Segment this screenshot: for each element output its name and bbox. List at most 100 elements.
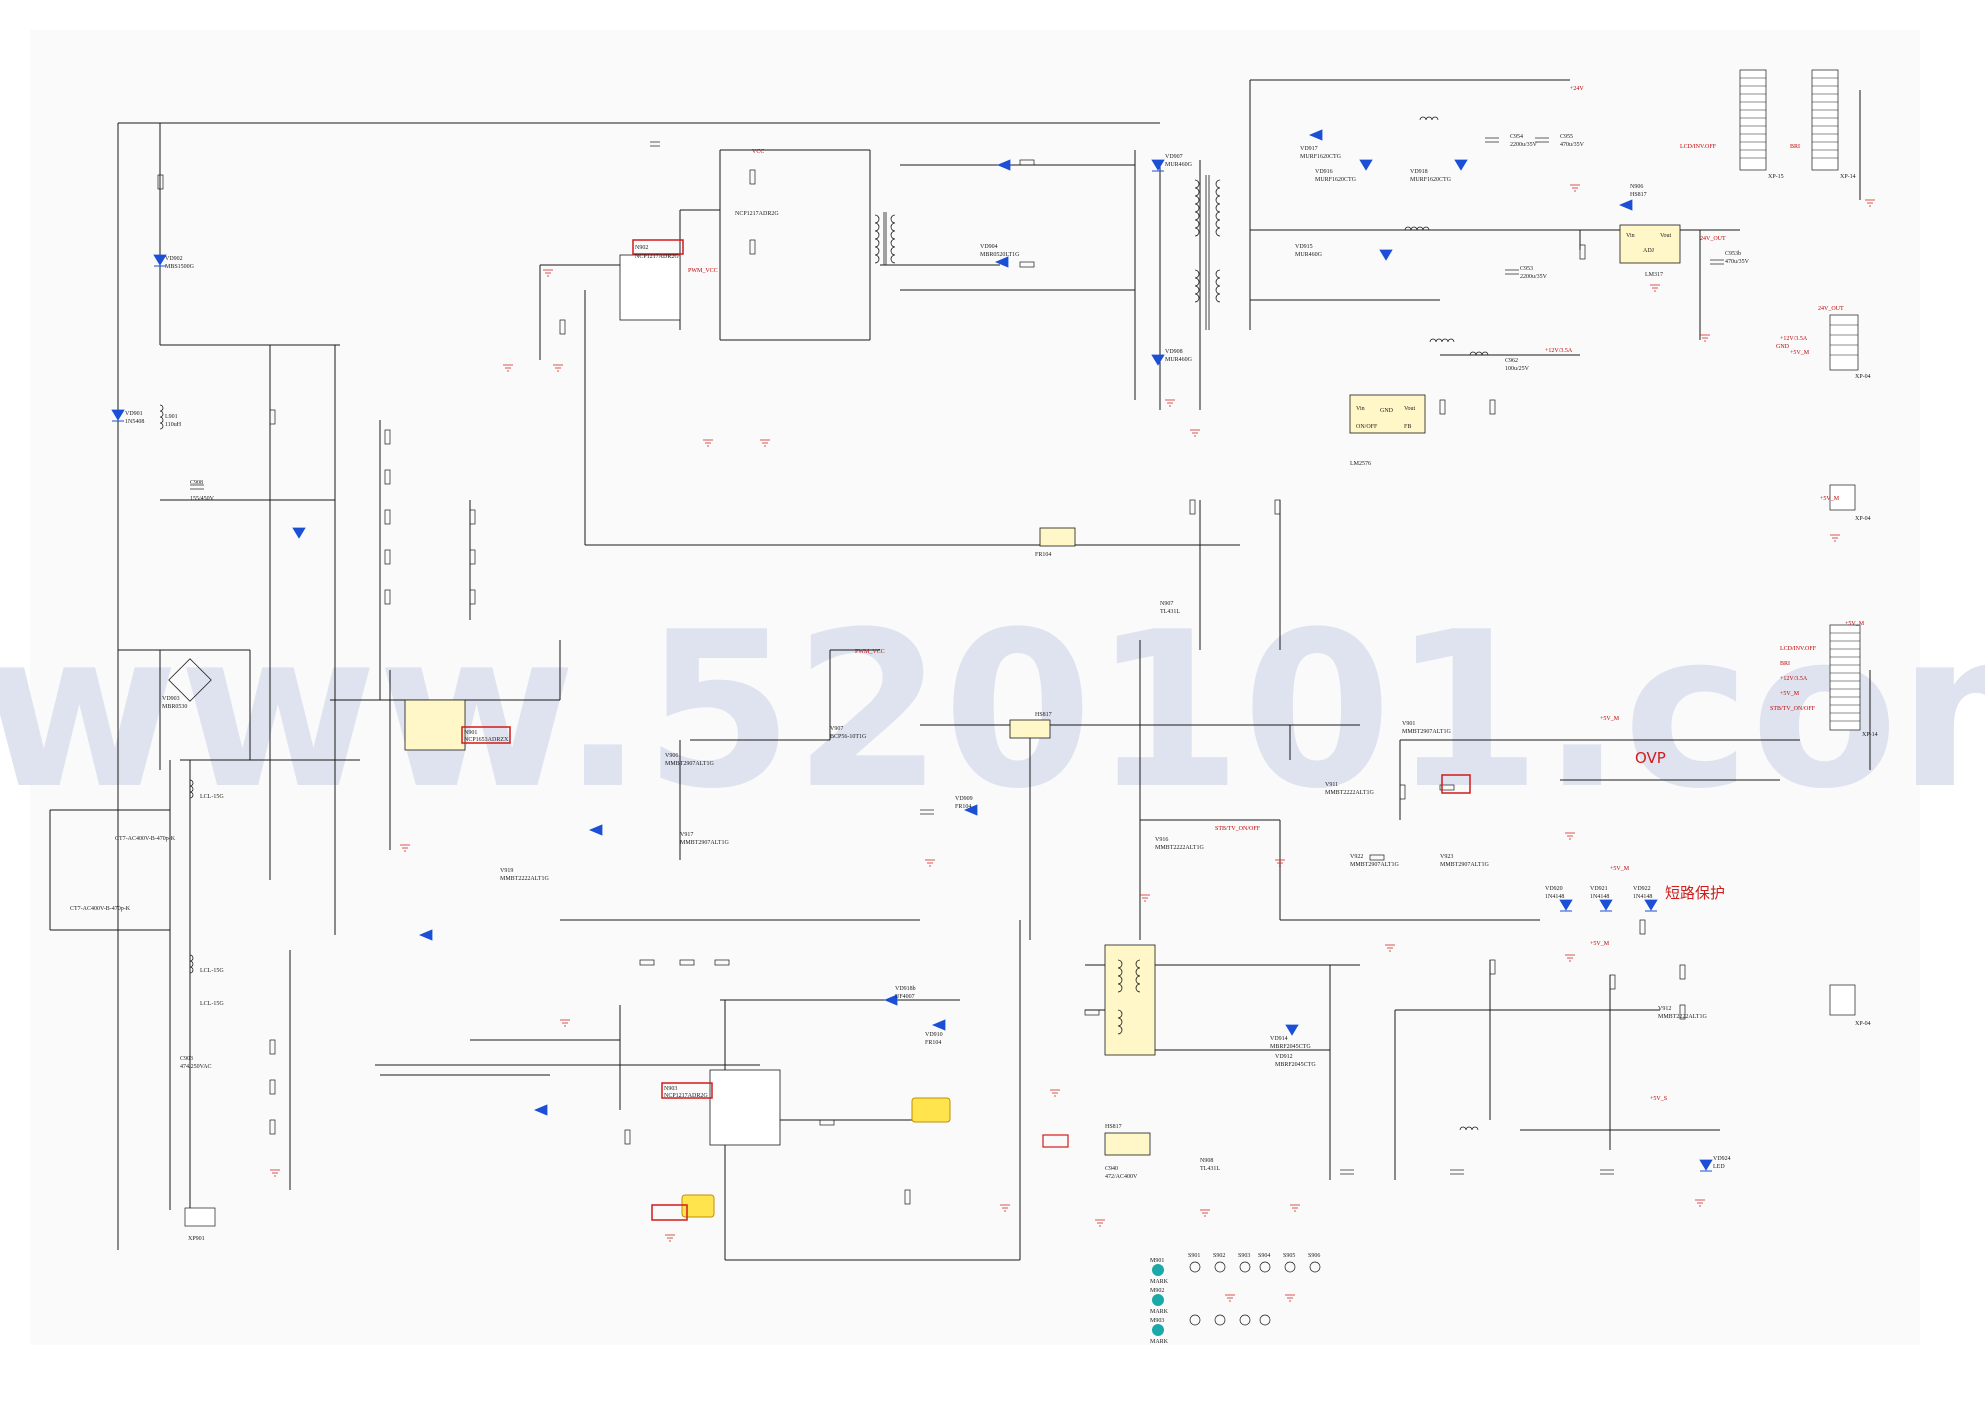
svg-text:VD922: VD922: [1633, 886, 1651, 892]
svg-text:V916: V916: [1155, 837, 1168, 843]
ic-n903-ref: N903: [664, 1086, 677, 1092]
svg-text:TL431L: TL431L: [1200, 1166, 1220, 1172]
svg-text:Vin: Vin: [1356, 406, 1365, 412]
svg-text:VD917: VD917: [1300, 146, 1318, 152]
svg-text:110uH: 110uH: [165, 422, 182, 428]
svg-text:472/AC400V: 472/AC400V: [1105, 1174, 1138, 1180]
svg-text:+5V_M: +5V_M: [1590, 941, 1610, 947]
ic-n902-part: NCP1217ADR2G: [635, 254, 679, 260]
svg-text:MMBT2222ALT1G: MMBT2222ALT1G: [1155, 845, 1204, 851]
svg-text:LCL-15G: LCL-15G: [200, 1001, 224, 1007]
svg-text:VD901: VD901: [125, 411, 143, 417]
svg-text:+5V_M: +5V_M: [1820, 496, 1840, 502]
svg-text:VD907: VD907: [1165, 154, 1183, 160]
svg-text:MUR460G: MUR460G: [1165, 162, 1193, 168]
connector-xp912: LCD/INV.OFF BRI +12V/3.5A +5V_M STB/TV_O…: [1770, 624, 1878, 738]
svg-text:+12V/3.5A: +12V/3.5A: [1545, 348, 1573, 354]
svg-text:VCC: VCC: [752, 149, 764, 155]
svg-text:C953: C953: [1520, 266, 1533, 272]
svg-text:PWM_VCC: PWM_VCC: [688, 268, 718, 274]
diode-bars: [112, 170, 1712, 1172]
part-labels: VD902 MBS1500G VD901 1N5408 L901 110uH C…: [70, 134, 1750, 1180]
test-points: [1189, 1261, 1321, 1326]
svg-text:470u/35V: 470u/35V: [1725, 259, 1750, 265]
svg-text:155/450V: 155/450V: [190, 496, 215, 502]
svg-text:GND: GND: [1776, 344, 1790, 350]
svg-text:XP-15: XP-15: [1768, 174, 1784, 180]
svg-text:S905: S905: [1283, 1253, 1295, 1259]
svg-text:V907: V907: [830, 726, 843, 732]
svg-text:MMBT2907ALT1G: MMBT2907ALT1G: [665, 761, 714, 767]
ground-symbols: [270, 184, 1875, 1302]
svg-text:LCL-15G: LCL-15G: [200, 794, 224, 800]
svg-text:MMBT2907ALT1G: MMBT2907ALT1G: [1350, 862, 1399, 868]
svg-text:S904: S904: [1258, 1253, 1270, 1259]
bridge-rectifier-vd903: [168, 658, 212, 702]
svg-text:XP901: XP901: [188, 1236, 205, 1242]
diode-symbols: [111, 129, 1713, 1171]
svg-text:C903: C903: [180, 1056, 193, 1062]
svg-text:24V_OUT: 24V_OUT: [1818, 306, 1844, 312]
svg-text:+24V: +24V: [1570, 86, 1584, 92]
svg-text:MBRF2045CTG: MBRF2045CTG: [1275, 1062, 1316, 1068]
svg-text:GND: GND: [1380, 408, 1394, 414]
svg-text:Vout: Vout: [1404, 406, 1416, 412]
svg-text:LCD/INV.OFF: LCD/INV.OFF: [1780, 646, 1817, 652]
svg-text:+5V_M: +5V_M: [1780, 691, 1800, 697]
svg-text:+5V_S: +5V_S: [1650, 1096, 1667, 1102]
svg-text:MARK: MARK: [1150, 1279, 1169, 1285]
svg-text:V901: V901: [1402, 721, 1415, 727]
svg-text:XP-14: XP-14: [1862, 732, 1878, 738]
drawing-frame: [30, 30, 1920, 1345]
svg-text:C908: C908: [190, 480, 203, 486]
svg-text:M902: M902: [1150, 1288, 1164, 1294]
ovp-annotation: OVP: [1635, 749, 1666, 767]
svg-text:24V_OUT: 24V_OUT: [1700, 236, 1726, 242]
svg-text:S903: S903: [1238, 1253, 1250, 1259]
svg-text:MURF1620CTG: MURF1620CTG: [1300, 154, 1342, 160]
svg-text:C954: C954: [1510, 134, 1523, 140]
svg-text:VD918: VD918: [1410, 169, 1428, 175]
svg-text:C962: C962: [1505, 358, 1518, 364]
svg-text:MMBT2222ALT1G: MMBT2222ALT1G: [1658, 1014, 1707, 1020]
svg-text:1N4148: 1N4148: [1590, 894, 1609, 900]
test-point-labels: S901 S902 S903 S904 S905 S906 M901 M902 …: [1150, 1253, 1320, 1324]
svg-text:VD903: VD903: [162, 696, 180, 702]
svg-text:2200u/35V: 2200u/35V: [1510, 142, 1538, 148]
transformers: [874, 175, 1221, 330]
svg-text:C940: C940: [1105, 1166, 1118, 1172]
svg-text:VD909: VD909: [955, 796, 973, 802]
svg-text:FR104: FR104: [955, 804, 971, 810]
short-circuit-annotation: 短路保护: [1665, 884, 1725, 902]
svg-text:XP-04: XP-04: [1855, 516, 1871, 522]
svg-text:ADJ: ADJ: [1643, 248, 1655, 254]
svg-text:M903: M903: [1150, 1318, 1164, 1324]
svg-text:HS817: HS817: [1035, 712, 1052, 718]
ic-n909-part: LM317: [1645, 272, 1663, 278]
svg-text:MMBT2907ALT1G: MMBT2907ALT1G: [1402, 729, 1451, 735]
svg-text:N907: N907: [1160, 601, 1173, 607]
svg-text:LCD/INV.OFF: LCD/INV.OFF: [1680, 144, 1717, 150]
svg-text:MUR460G: MUR460G: [1165, 357, 1193, 363]
svg-text:M901: M901: [1150, 1258, 1164, 1264]
svg-text:MMBT2907ALT1G: MMBT2907ALT1G: [1440, 862, 1489, 868]
svg-text:VD924: VD924: [1713, 1156, 1731, 1162]
svg-text:MBS1500G: MBS1500G: [165, 264, 195, 270]
inductors: [159, 116, 1489, 1131]
svg-text:S906: S906: [1308, 1253, 1320, 1259]
svg-text:CT7-AC400V-B-470p-K: CT7-AC400V-B-470p-K: [115, 836, 176, 842]
ic-n901-ref: N901: [464, 730, 477, 736]
svg-text:XP-14: XP-14: [1840, 174, 1856, 180]
svg-text:+12V/3.5A: +12V/3.5A: [1780, 676, 1808, 682]
transformer-t903: [1104, 944, 1156, 1056]
svg-text:1N5408: 1N5408: [125, 419, 144, 425]
svg-text:+5V_M: +5V_M: [1845, 621, 1865, 627]
svg-text:ON/OFF: ON/OFF: [1356, 424, 1378, 430]
svg-text:474/250VAC: 474/250VAC: [180, 1064, 212, 1070]
svg-text:MMBT2222ALT1G: MMBT2222ALT1G: [1325, 790, 1374, 796]
svg-text:FR104: FR104: [925, 1040, 941, 1046]
svg-text:STB/TV_ON/OFF: STB/TV_ON/OFF: [1770, 706, 1816, 712]
svg-text:Vin: Vin: [1626, 233, 1635, 239]
